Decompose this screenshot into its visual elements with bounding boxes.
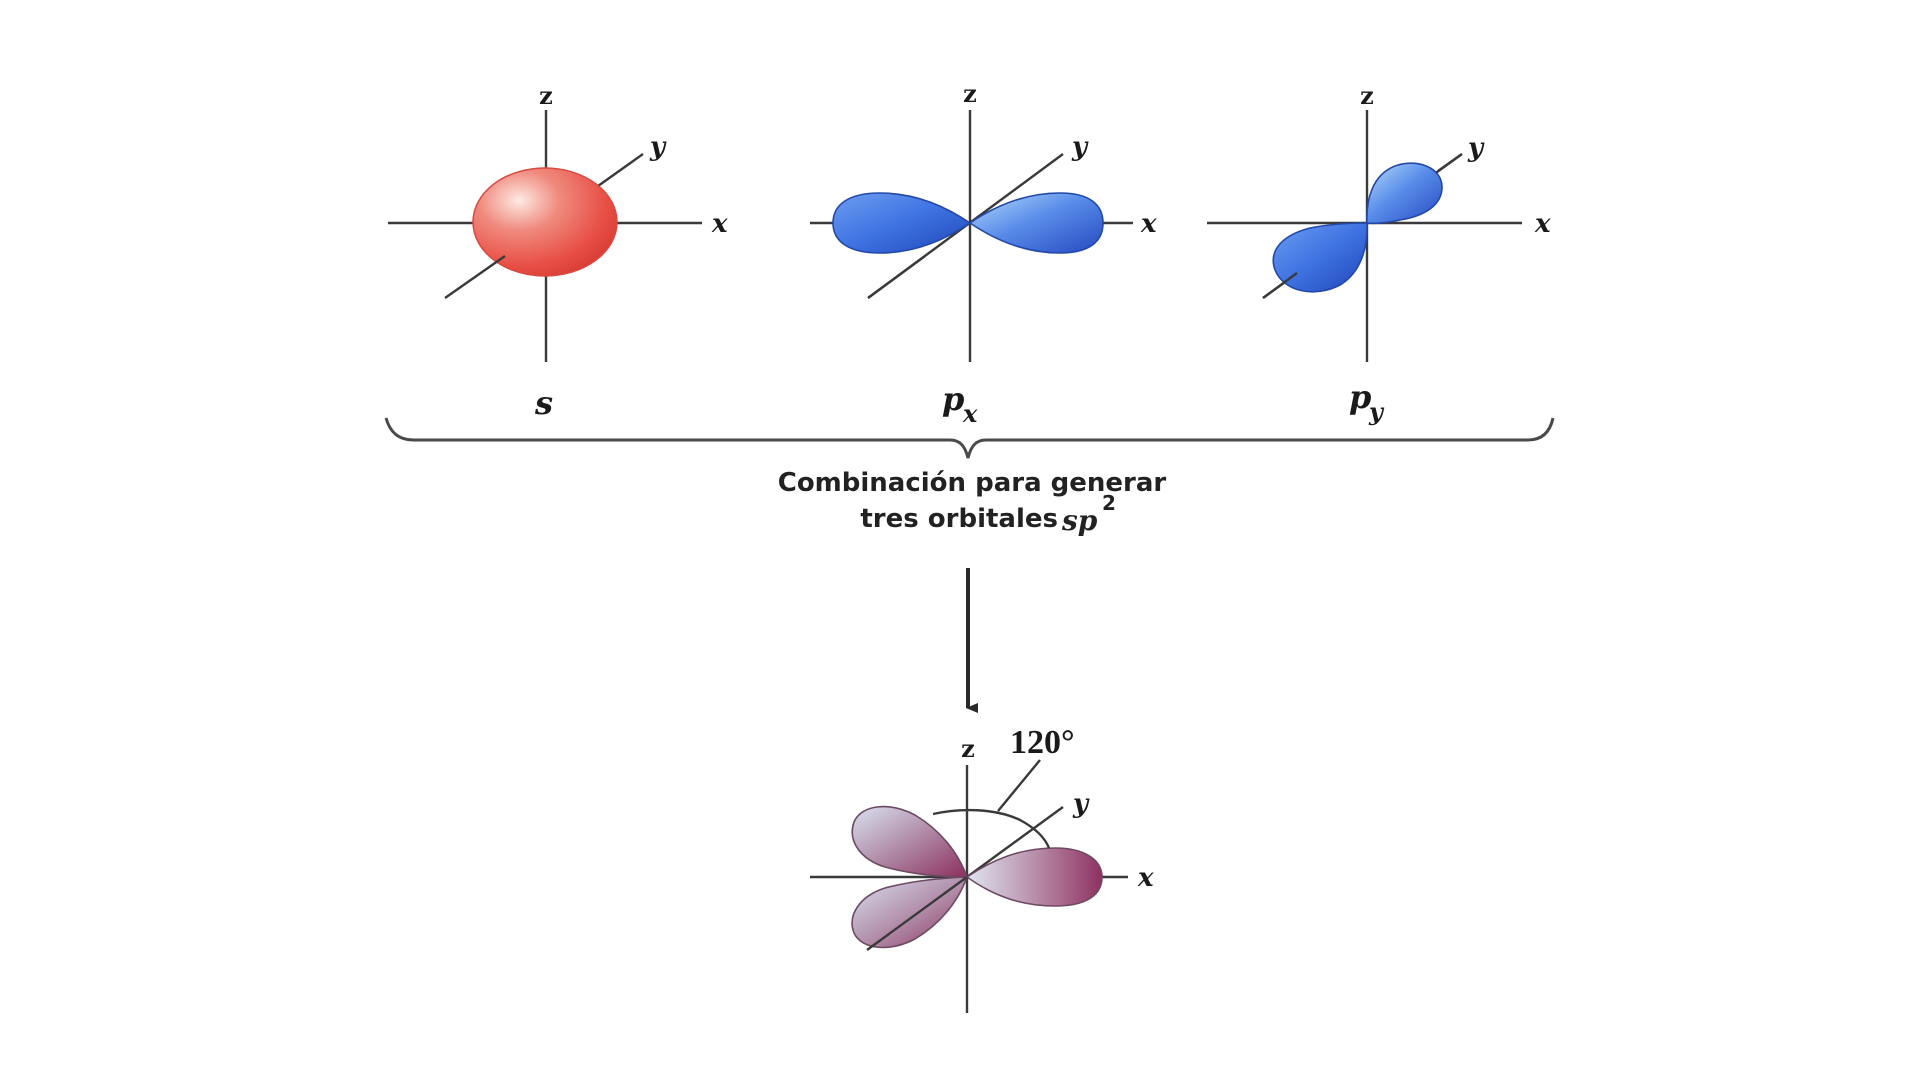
sp2-right-lobe: [965, 847, 1103, 907]
caption-line-1: Combinación para generar: [778, 468, 1167, 498]
py-back-lobe: [1366, 162, 1443, 225]
px-left-lobe: [832, 192, 972, 254]
sp2-orbital-panel: z 120° y x: [810, 724, 1154, 1013]
py-y-label: y: [1467, 133, 1485, 163]
caption-line-2: tres orbitales sp 2: [860, 491, 1116, 537]
angle-arc-120: [932, 808, 1051, 849]
px-y-axis-front: [867, 255, 926, 299]
s-orbital-panel: z x y s: [388, 81, 728, 422]
sp2-lower-left-lobe: [851, 876, 969, 949]
angle-label: 120°: [1010, 724, 1075, 761]
px-z-label: z: [963, 79, 977, 108]
px-orbital-label: p: [942, 380, 964, 418]
caption-line-2-superscript: 2: [1102, 491, 1116, 515]
py-y-axis-front: [1262, 272, 1298, 299]
px-right-lobe: [968, 192, 1104, 254]
sp2-x-label: x: [1137, 863, 1154, 893]
caption-line-2-text: tres orbitales: [860, 504, 1058, 534]
s-orbital-sphere: [472, 167, 618, 277]
py-z-label: z: [1360, 81, 1374, 110]
sp2-upper-left-lobe: [851, 805, 969, 878]
sp2-y-axis-back: [966, 806, 1064, 878]
sp2-y-label: y: [1072, 789, 1090, 819]
s-x-label: x: [711, 209, 728, 239]
py-x-label: x: [1534, 209, 1551, 239]
py-y-axis-back: [1437, 153, 1463, 172]
py-orbital-label: p: [1349, 378, 1371, 416]
angle-leader-line: [997, 759, 1041, 812]
combination-brace: [384, 417, 1555, 459]
px-orbital-panel: z x y p x: [810, 79, 1157, 428]
s-y-axis-front: [444, 255, 506, 299]
sp2-z-label: z: [961, 734, 975, 763]
py-orbital-subscript: y: [1368, 397, 1385, 426]
s-orbital-label: s: [534, 384, 553, 422]
s-y-label: y: [649, 132, 667, 162]
s-z-label: z: [539, 81, 553, 110]
px-y-label: y: [1071, 132, 1089, 162]
px-x-label: x: [1140, 209, 1157, 239]
sp2-y-axis-front: [866, 876, 968, 951]
py-orbital-panel: z x y p y: [1207, 81, 1551, 426]
caption-line-2-sp: sp: [1061, 504, 1098, 537]
px-orbital-subscript: x: [962, 399, 978, 428]
